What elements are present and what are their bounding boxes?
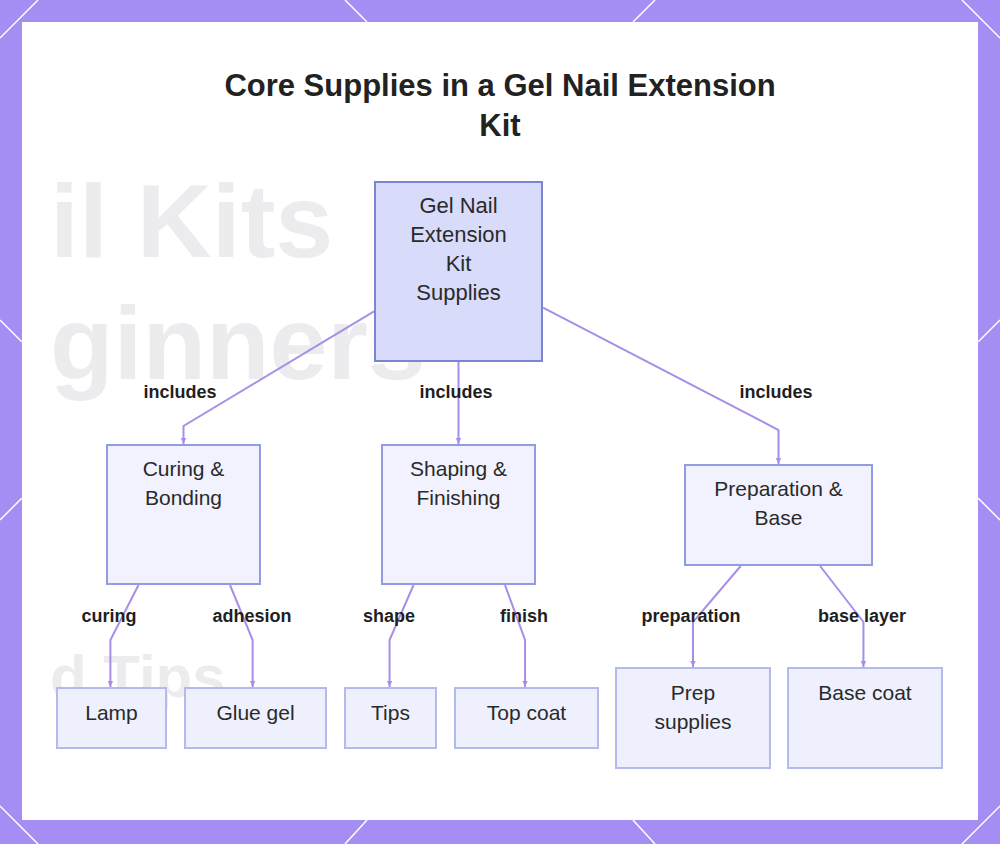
diagonal-line <box>345 820 367 844</box>
item-box: Prep supplies <box>615 667 771 769</box>
node-label: Lamp <box>64 698 159 727</box>
connector-arrow <box>110 585 138 687</box>
edge-label: shape <box>363 606 415 627</box>
edge-label: preparation <box>641 606 740 627</box>
diagonal-line <box>0 320 22 342</box>
category-box: Curing & Bonding <box>106 444 261 585</box>
diagonal-line <box>0 498 22 520</box>
connector-arrow <box>390 585 414 687</box>
edge-label: includes <box>739 382 812 403</box>
edge-label: curing <box>81 606 136 627</box>
item-box: Lamp <box>56 687 167 749</box>
diagonal-line <box>345 0 367 22</box>
connector-arrow <box>458 362 460 444</box>
edge-label: includes <box>143 382 216 403</box>
node-label: Glue gel <box>192 698 319 727</box>
node-label: Top coat <box>462 698 591 727</box>
edge-label: includes <box>419 382 492 403</box>
item-box: Top coat <box>454 687 599 749</box>
node-label: Preparation & Base <box>696 474 861 532</box>
node-label: Tips <box>352 698 429 727</box>
connector-arrow <box>230 585 253 687</box>
watermark-text: il Kits <box>50 162 333 281</box>
node-label: Base coat <box>814 678 916 707</box>
watermark-text: ginners <box>50 284 426 403</box>
item-box: Base coat <box>787 667 943 769</box>
edge-label: base layer <box>818 606 906 627</box>
edge-label: adhesion <box>212 606 291 627</box>
item-box: Glue gel <box>184 687 327 749</box>
connector-arrow <box>505 585 525 687</box>
diagonal-line <box>633 820 655 844</box>
connector-arrow <box>184 311 375 444</box>
edge-label: finish <box>500 606 548 627</box>
category-box: Shaping & Finishing <box>381 444 536 585</box>
diagram-title: Core Supplies in a Gel Nail Extension Ki… <box>200 66 800 146</box>
node-label: Curing & Bonding <box>118 454 249 512</box>
diagonal-line <box>978 498 1000 520</box>
root-box: Gel Nail Extension Kit Supplies <box>374 181 543 362</box>
node-label: Gel Nail Extension Kit Supplies <box>406 191 511 307</box>
category-box: Preparation & Base <box>684 464 873 566</box>
node-label: Prep supplies <box>642 678 744 736</box>
diagonal-line <box>978 320 1000 342</box>
node-label: Shaping & Finishing <box>393 454 524 512</box>
diagonal-line <box>633 0 655 22</box>
item-box: Tips <box>344 687 437 749</box>
